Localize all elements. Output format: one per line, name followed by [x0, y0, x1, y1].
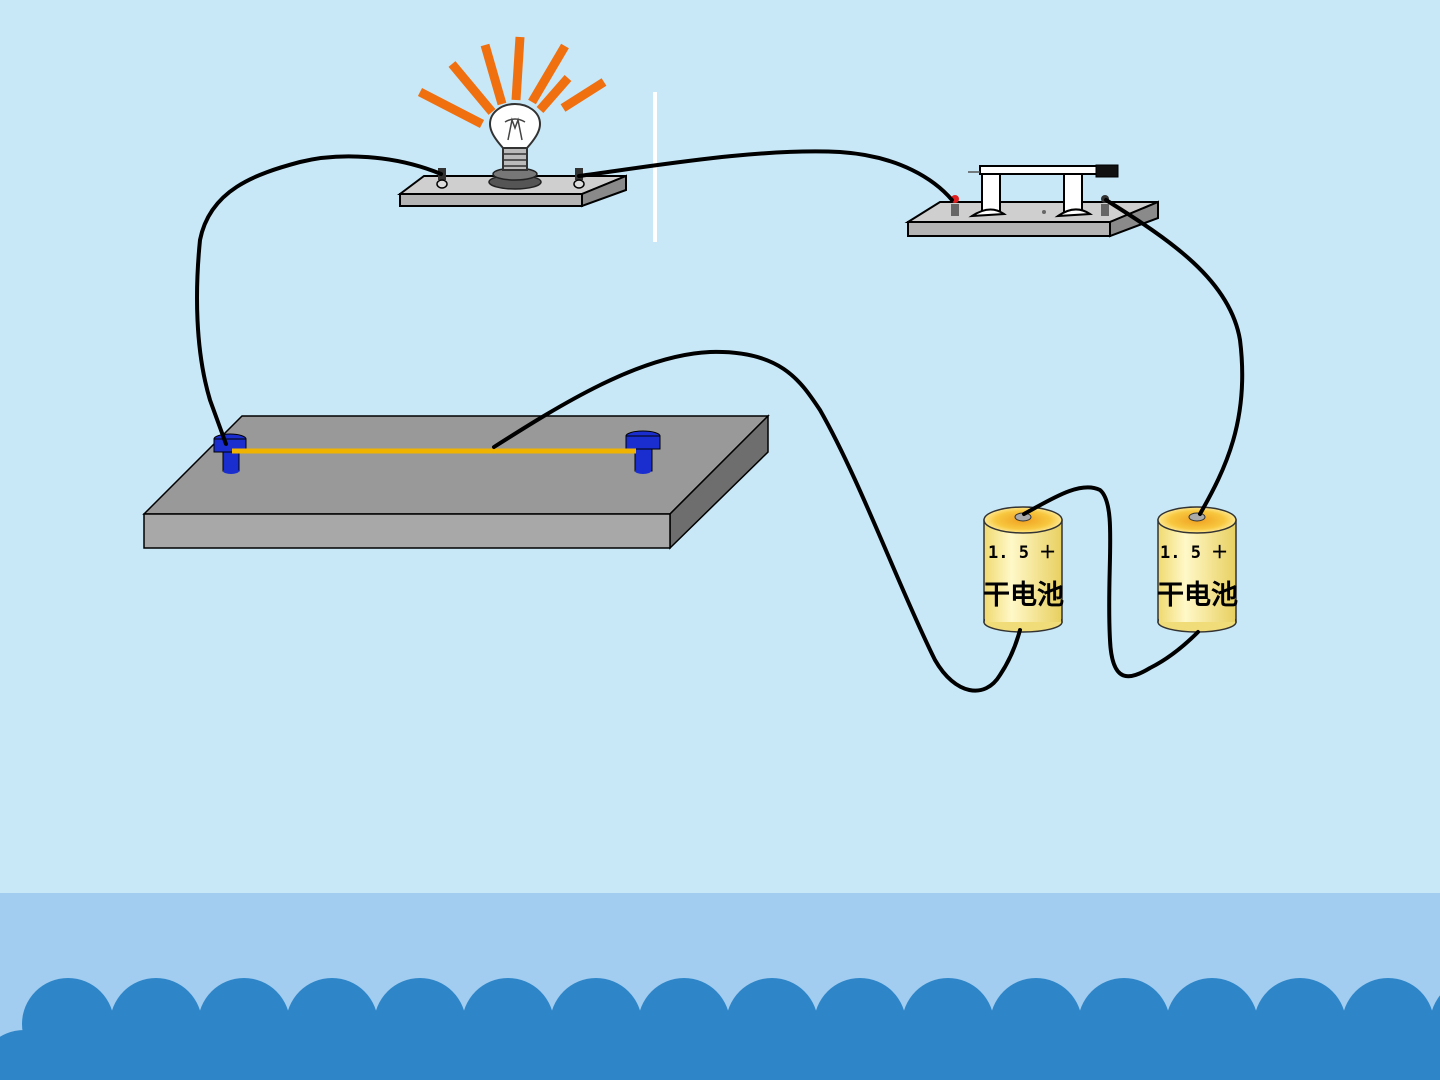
wave-base [0, 1040, 1440, 1080]
resistance-wire-board [142, 414, 770, 550]
wave-decoration [0, 978, 1440, 1080]
battery-left-voltage: 1. 5 ＋ [988, 543, 1056, 563]
battery-left: 1. 5 ＋ 干电池 [983, 506, 1064, 633]
switch-right-terminal [1101, 195, 1109, 216]
board-right-terminal [625, 430, 661, 474]
wire-switch-to-battery [1104, 198, 1245, 516]
battery-right-voltage: 1. 5 ＋ [1160, 543, 1228, 563]
battery-right: 1. 5 ＋ 干电池 [1157, 506, 1238, 633]
battery-left-name: 干电池 [983, 580, 1064, 611]
wire-bulb-to-board [195, 154, 443, 446]
battery-right-name: 干电池 [1157, 580, 1238, 611]
wire-board-to-battery [492, 349, 1022, 693]
wire-battery-link [1022, 485, 1200, 679]
light-bulb-icon [397, 36, 627, 208]
light-rays [417, 36, 607, 128]
wire-bulb-to-switch [577, 149, 954, 202]
knife-switch-icon [904, 164, 1159, 238]
